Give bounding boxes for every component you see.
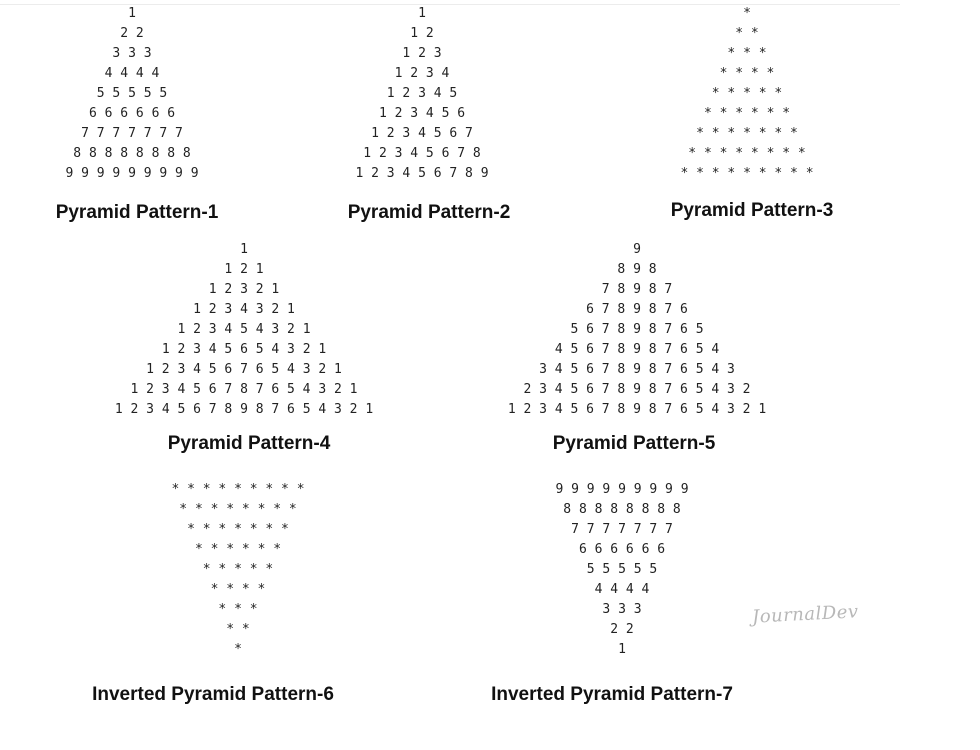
pattern-row: 1 [618,642,626,657]
pattern-row: * * * * * [711,86,783,101]
pattern-row: * * * * * * * * [179,502,297,517]
pattern-row: * [234,642,242,657]
pattern-row: 6 6 6 6 6 6 [578,542,666,557]
pattern-row: 2 2 [120,26,144,41]
pattern-row: 1 2 3 2 1 [208,282,280,297]
pattern-row: 2 3 4 5 6 7 8 9 8 7 6 5 4 3 2 [523,382,751,397]
pattern-caption: Pyramid Pattern-4 [167,433,331,454]
pattern-row: 1 2 3 4 5 6 7 8 9 8 7 6 5 4 3 2 1 [507,402,767,417]
pattern-row: * * [735,26,759,41]
pattern-row: * * * * * * [194,542,282,557]
pattern-row: * * * * * [202,562,274,577]
pattern-row: 5 5 5 5 5 [586,562,658,577]
pattern-row: 1 2 3 4 3 2 1 [193,302,295,317]
pattern-row: 1 2 3 4 5 [386,86,458,101]
pattern-row: 1 2 3 4 5 6 7 8 9 [355,166,489,181]
pattern-row: 4 5 6 7 8 9 8 7 6 5 4 [554,342,720,357]
pattern-row: 4 4 4 4 [104,66,160,81]
pattern-row: * [743,6,751,21]
pattern-row: 4 4 4 4 [594,582,650,597]
pattern-row: 1 2 3 4 5 6 7 8 [363,146,481,161]
pyramid-pattern-3-figure: * * * * * * * * * * * * * * * * * * * * … [647,4,847,184]
watermark: JournalDev [751,601,860,628]
pattern-row: 1 2 [410,26,434,41]
pattern-row: 8 8 8 8 8 8 8 8 [73,146,191,161]
pattern-caption: Pyramid Pattern-1 [55,202,219,223]
pyramid-pattern-4-figure: 1 1 2 1 1 2 3 2 1 1 2 3 4 3 2 1 1 2 3 4 … [74,240,414,420]
inverted-pyramid-pattern-6-figure: * * * * * * * * * * * * * * * * * * * * … [138,480,338,660]
pattern-row: 8 9 8 [617,262,657,277]
pattern-row: 3 3 3 [112,46,152,61]
pattern-row: 3 3 3 [602,602,642,617]
pattern-row: 7 7 7 7 7 7 7 [571,522,673,537]
pyramid-pattern-5-figure: 9 8 9 8 7 8 9 8 7 6 7 8 9 8 7 6 5 6 7 8 … [467,240,807,420]
pattern-row: 1 2 1 [224,262,264,277]
pattern-row: 1 2 3 4 5 4 3 2 1 [177,322,311,337]
pattern-row: * * * * * * * [696,126,798,141]
pattern-row: 1 [240,242,248,257]
pattern-row: * * * * [719,66,775,81]
top-border [0,4,900,5]
pattern-caption: Pyramid Pattern-2 [347,202,511,223]
pattern-row: 3 4 5 6 7 8 9 8 7 6 5 4 3 [539,362,735,377]
pattern-row: * * * * * * * * * [171,482,305,497]
pattern-caption: Inverted Pyramid Pattern-7 [491,684,733,705]
pattern-row: 1 [418,6,426,21]
pattern-caption: Inverted Pyramid Pattern-6 [92,684,334,705]
pyramid-pattern-2-figure: 1 1 2 1 2 3 1 2 3 4 1 2 3 4 5 1 2 3 4 5 … [322,4,522,184]
pattern-caption: Pyramid Pattern-3 [670,200,834,221]
pattern-row: * * * [727,46,767,61]
pyramid-pattern-1-figure: 1 2 2 3 3 3 4 4 4 4 5 5 5 5 5 6 6 6 6 6 … [32,4,232,184]
pattern-row: 9 [633,242,641,257]
pattern-row: * * * [218,602,258,617]
pattern-row: 6 7 8 9 8 7 6 [586,302,688,317]
inverted-pyramid-pattern-7-figure: 9 9 9 9 9 9 9 9 9 8 8 8 8 8 8 8 8 7 7 7 … [522,480,722,660]
pattern-row: 2 2 [610,622,634,637]
pattern-row: 1 2 3 4 [394,66,450,81]
pattern-row: 1 2 3 4 5 6 7 [371,126,473,141]
pattern-row: 1 2 3 4 5 6 7 8 7 6 5 4 3 2 1 [130,382,358,397]
pattern-row: 1 2 3 [402,46,442,61]
pattern-row: 8 8 8 8 8 8 8 8 [563,502,681,517]
pattern-row: * * * * * * [703,106,791,121]
pattern-row: * * [226,622,250,637]
pattern-row: 5 5 5 5 5 [96,86,168,101]
pattern-row: * * * * [210,582,266,597]
pattern-row: 1 [128,6,136,21]
pattern-row: 9 9 9 9 9 9 9 9 9 [555,482,689,497]
pattern-row: 9 9 9 9 9 9 9 9 9 [65,166,199,181]
pattern-row: 1 2 3 4 5 6 7 6 5 4 3 2 1 [146,362,342,377]
pattern-row: 7 7 7 7 7 7 7 [81,126,183,141]
pattern-row: 7 8 9 8 7 [601,282,673,297]
pattern-row: 1 2 3 4 5 6 [378,106,466,121]
pattern-row: * * * * * * * * * [680,166,814,181]
pattern-caption: Pyramid Pattern-5 [552,433,716,454]
pattern-row: 1 2 3 4 5 6 5 4 3 2 1 [161,342,327,357]
pattern-row: 5 6 7 8 9 8 7 6 5 [570,322,704,337]
pattern-row: * * * * * * * * [688,146,806,161]
pattern-row: 1 2 3 4 5 6 7 8 9 8 7 6 5 4 3 2 1 [114,402,374,417]
pattern-row: 6 6 6 6 6 6 [88,106,176,121]
pattern-row: * * * * * * * [187,522,289,537]
